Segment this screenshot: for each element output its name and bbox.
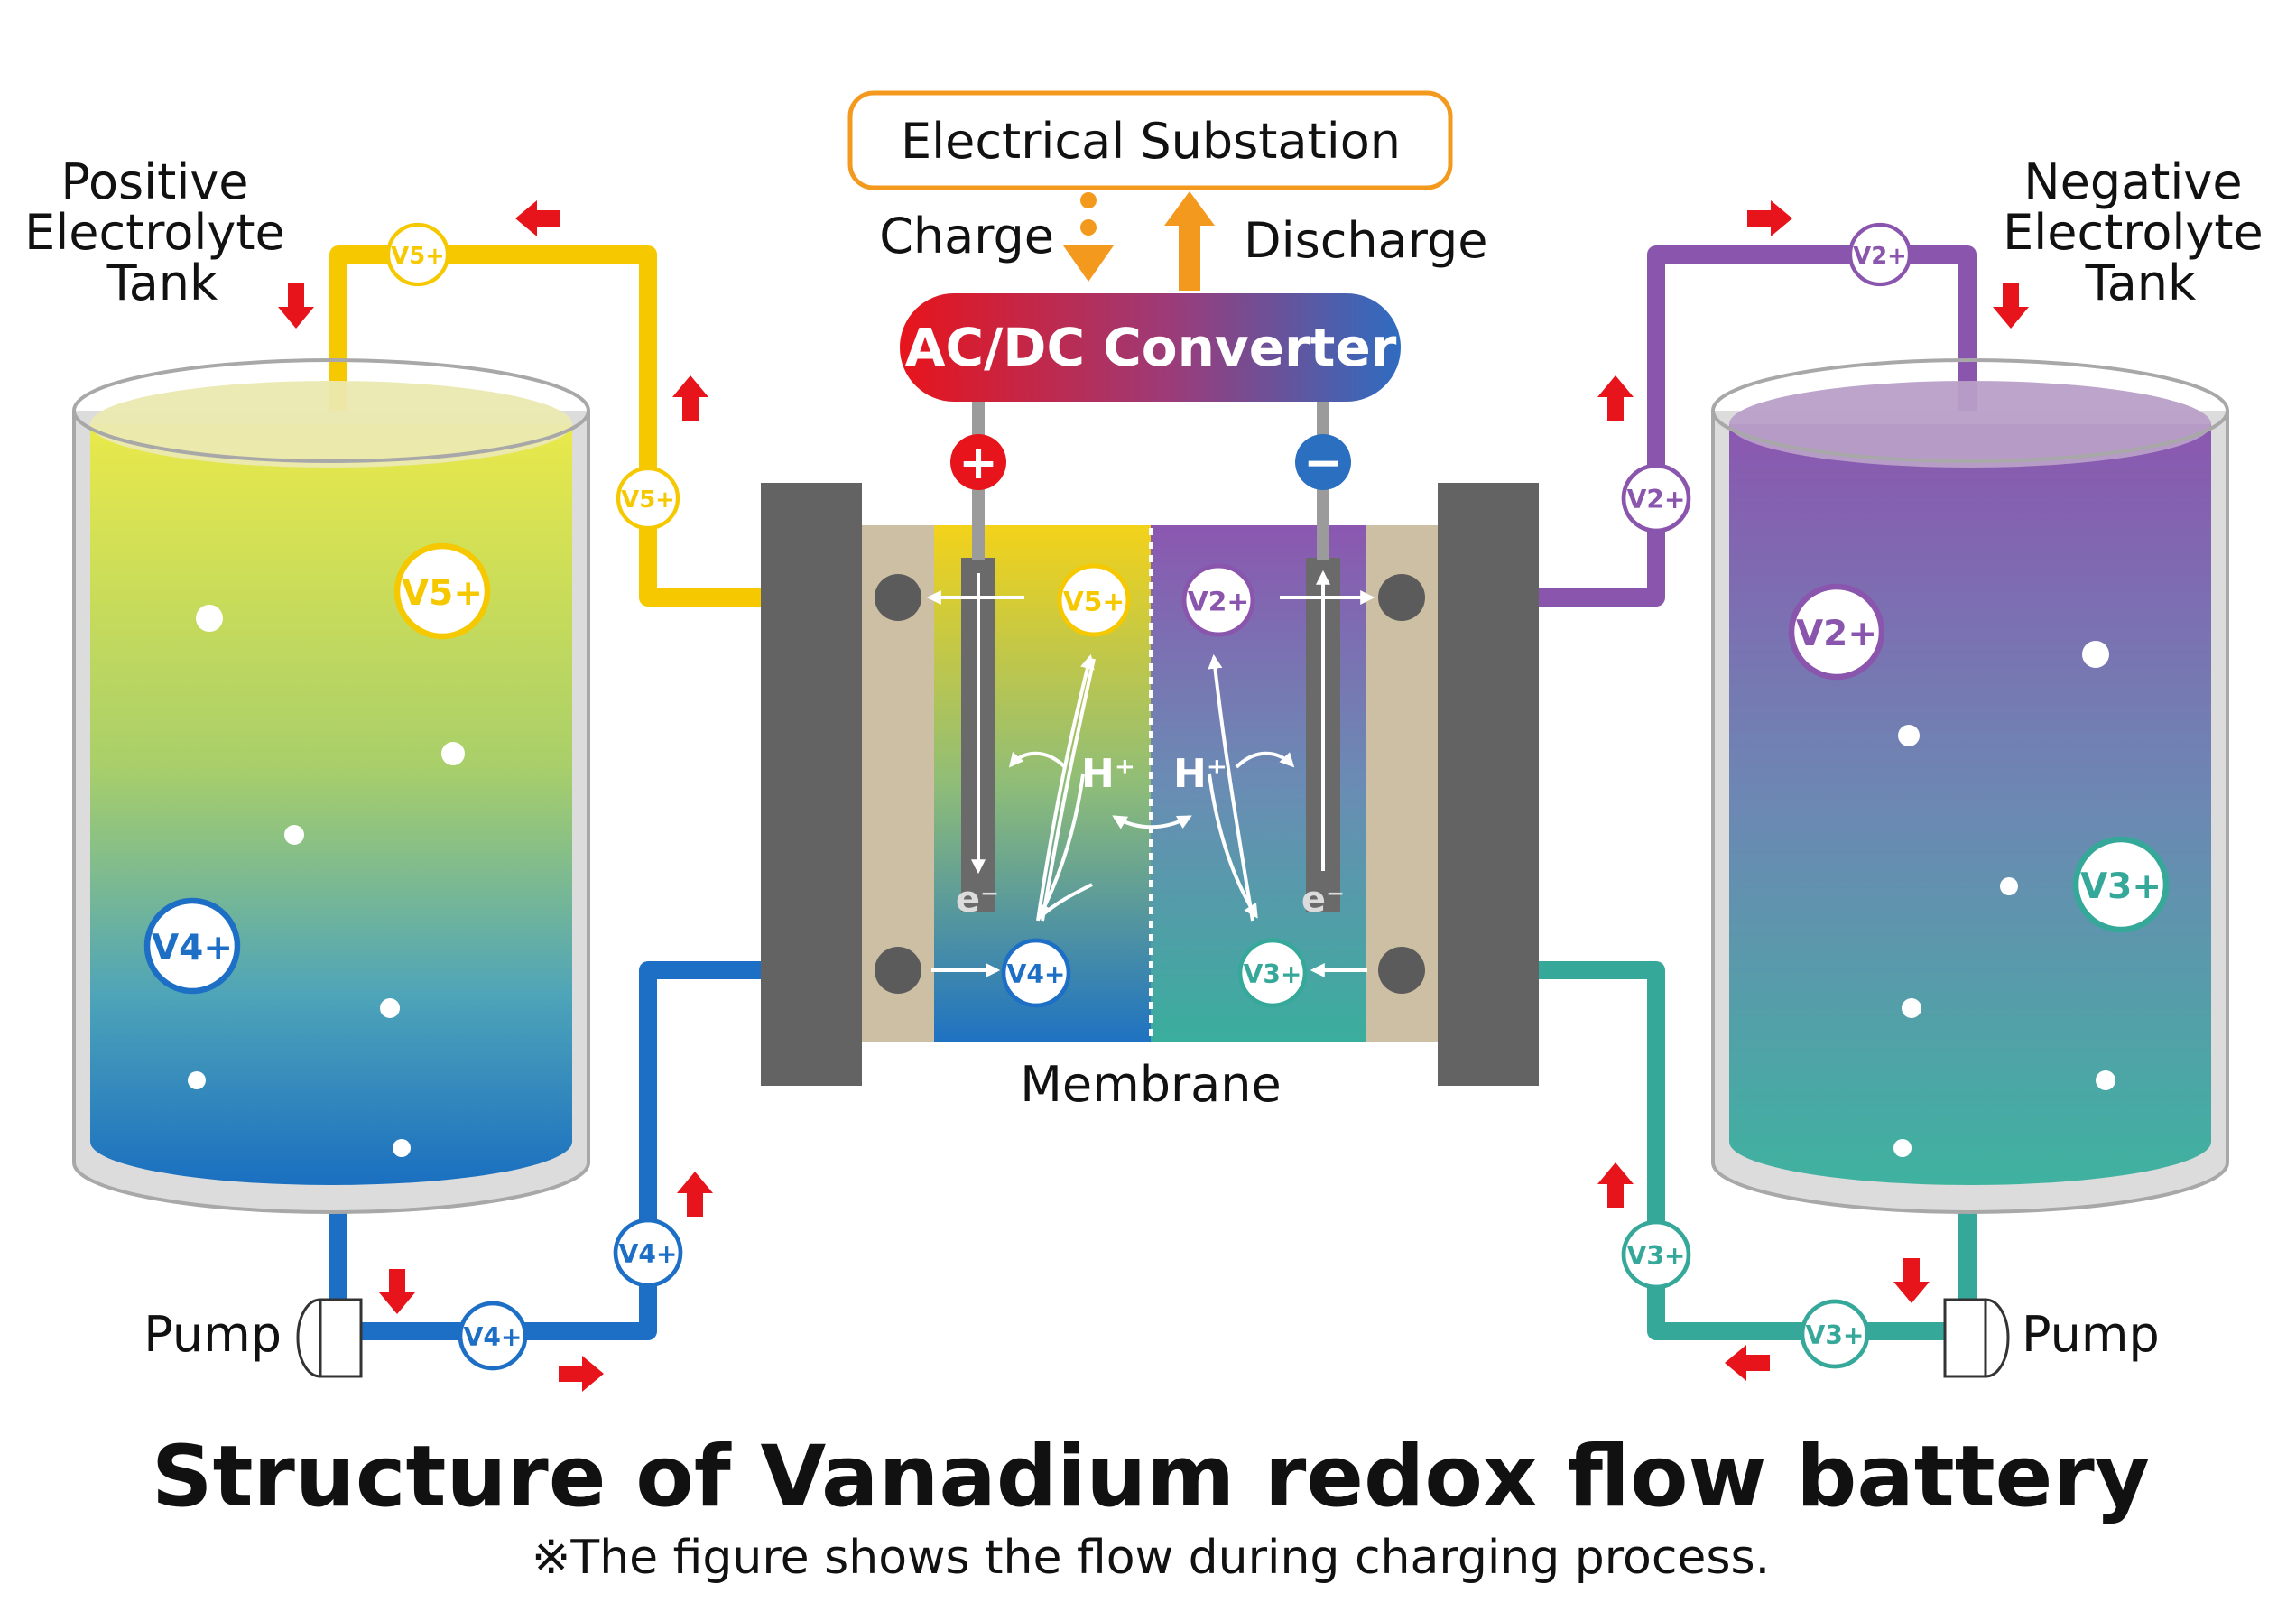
negative-tank-label: Negative Electrolyte Tank [2003,153,2279,311]
tank-dots [188,605,465,1157]
ion-label: V2+ [1796,614,1877,654]
discharge-label: Discharge [1244,212,1487,269]
ion-label: V2+ [1188,585,1249,616]
ac-dc-converter: AC/DC Converter [900,293,1401,402]
ion-label: V5+ [391,243,444,270]
converter-label: AC/DC Converter [905,317,1397,378]
pump-left-label: Pump [144,1306,282,1363]
ion-badge-v5: V5+ [385,222,450,287]
proton-label-left: H⁺ [1081,751,1135,797]
cell-stack [761,361,1539,1086]
substation-label: Electrical Substation [901,113,1401,170]
yellow-pipe [329,245,898,607]
end-plate-right [1438,483,1539,1086]
red-flow-arrow-down [278,283,314,329]
positive-tank-label: Positive Electrolyte Tank [24,153,301,311]
end-plate-left [761,483,862,1086]
charge-arrow [1063,192,1114,282]
ion-badge-v5: V5+ [616,466,680,531]
membrane-label: Membrane [1020,1056,1281,1113]
pipes [329,245,1977,1340]
negative-terminal: − [1295,434,1351,490]
ion-badge-v3: V3+ [1621,1219,1691,1290]
ion-badge-v2: V2+ [1788,583,1885,681]
red-flow-arrow-down [1993,283,2029,329]
ion-label: V3+ [1627,1241,1686,1271]
ion-badges: V5+ V5+ V5+ V4+ V4+ V4+ V5+ V4+ V2+ V3+ V2+ V2+ V2+ V… [144,222,2170,1371]
ion-badge-v4: V4+ [458,1301,528,1371]
ion-label: V2+ [1627,485,1686,514]
pump-right-label: Pump [2022,1306,2160,1363]
flow-direction-arrows [278,200,2029,1392]
ion-badge-v3: V3+ [1800,1299,1870,1369]
ion-label: V2+ [1853,243,1906,270]
plus-sign: + [958,436,998,490]
red-flow-arrow-left [515,200,560,236]
ion-label: V4+ [619,1239,678,1269]
ion-badge-v2: V2+ [1621,463,1691,533]
red-flow-arrow-down [1893,1258,1930,1303]
red-flow-arrow-up [677,1172,713,1217]
ion-badge-v2: V2+ [1847,222,1912,287]
ion-label: V5+ [1063,585,1125,616]
ion-badge-v5: V5+ [393,542,491,640]
port-bottom-right [1378,947,1425,994]
ion-label: V4+ [464,1322,523,1352]
red-flow-arrow-up [1597,1162,1634,1208]
port-top-left [875,574,921,621]
red-flow-arrow-right [1747,200,1792,236]
red-flow-arrow-right [559,1356,604,1392]
pump-left [296,1298,363,1378]
red-flow-arrow-up [672,375,708,421]
ion-badge-v4: V4+ [144,897,241,995]
ion-badge-v3: V3+ [1237,938,1308,1008]
ion-label: V5+ [621,486,674,514]
purple-pipe [1402,245,1977,607]
electron-label-left: e⁻ [956,879,999,921]
ion-badge-v3: V3+ [2072,836,2170,933]
negative-electrolyte-tank [1711,358,2229,1214]
ion-label: V4+ [1007,959,1066,989]
port-bottom-left [875,947,921,994]
ion-label: V4+ [152,928,233,968]
blue-pipe [329,961,898,1340]
proton-label-right: H⁺ [1173,751,1227,797]
discharge-arrow [1164,191,1215,291]
tank-dots [1893,641,2115,1157]
figure-title: Structure of Vanadium redox flow battery [152,1428,2150,1526]
figure-subtitle: ※The figure shows the flow during chargi… [532,1531,1770,1585]
port-top-right [1378,574,1425,621]
charge-label: Charge [879,208,1054,264]
ion-label: V3+ [1244,959,1302,989]
teal-pipe [1402,961,1977,1340]
ion-label: V5+ [402,573,483,614]
red-flow-arrow-left [1725,1345,1770,1381]
ion-badge-v4: V4+ [1001,938,1071,1008]
minus-sign: − [1303,436,1343,490]
ion-badge-v5: V5+ [1057,563,1131,637]
ion-badge-v2: V2+ [1181,563,1255,637]
red-flow-arrow-up [1597,375,1634,421]
pump-right [1943,1298,2010,1378]
electrical-substation: Electrical Substation [847,90,1453,190]
positive-electrolyte-tank [72,358,590,1214]
ion-label: V3+ [1806,1320,1865,1350]
red-flow-arrow-down [379,1269,415,1314]
ion-label: V3+ [2080,866,2162,907]
positive-terminal: + [950,434,1006,490]
ion-badge-v4: V4+ [613,1218,683,1288]
electron-label-right: e⁻ [1301,879,1345,921]
